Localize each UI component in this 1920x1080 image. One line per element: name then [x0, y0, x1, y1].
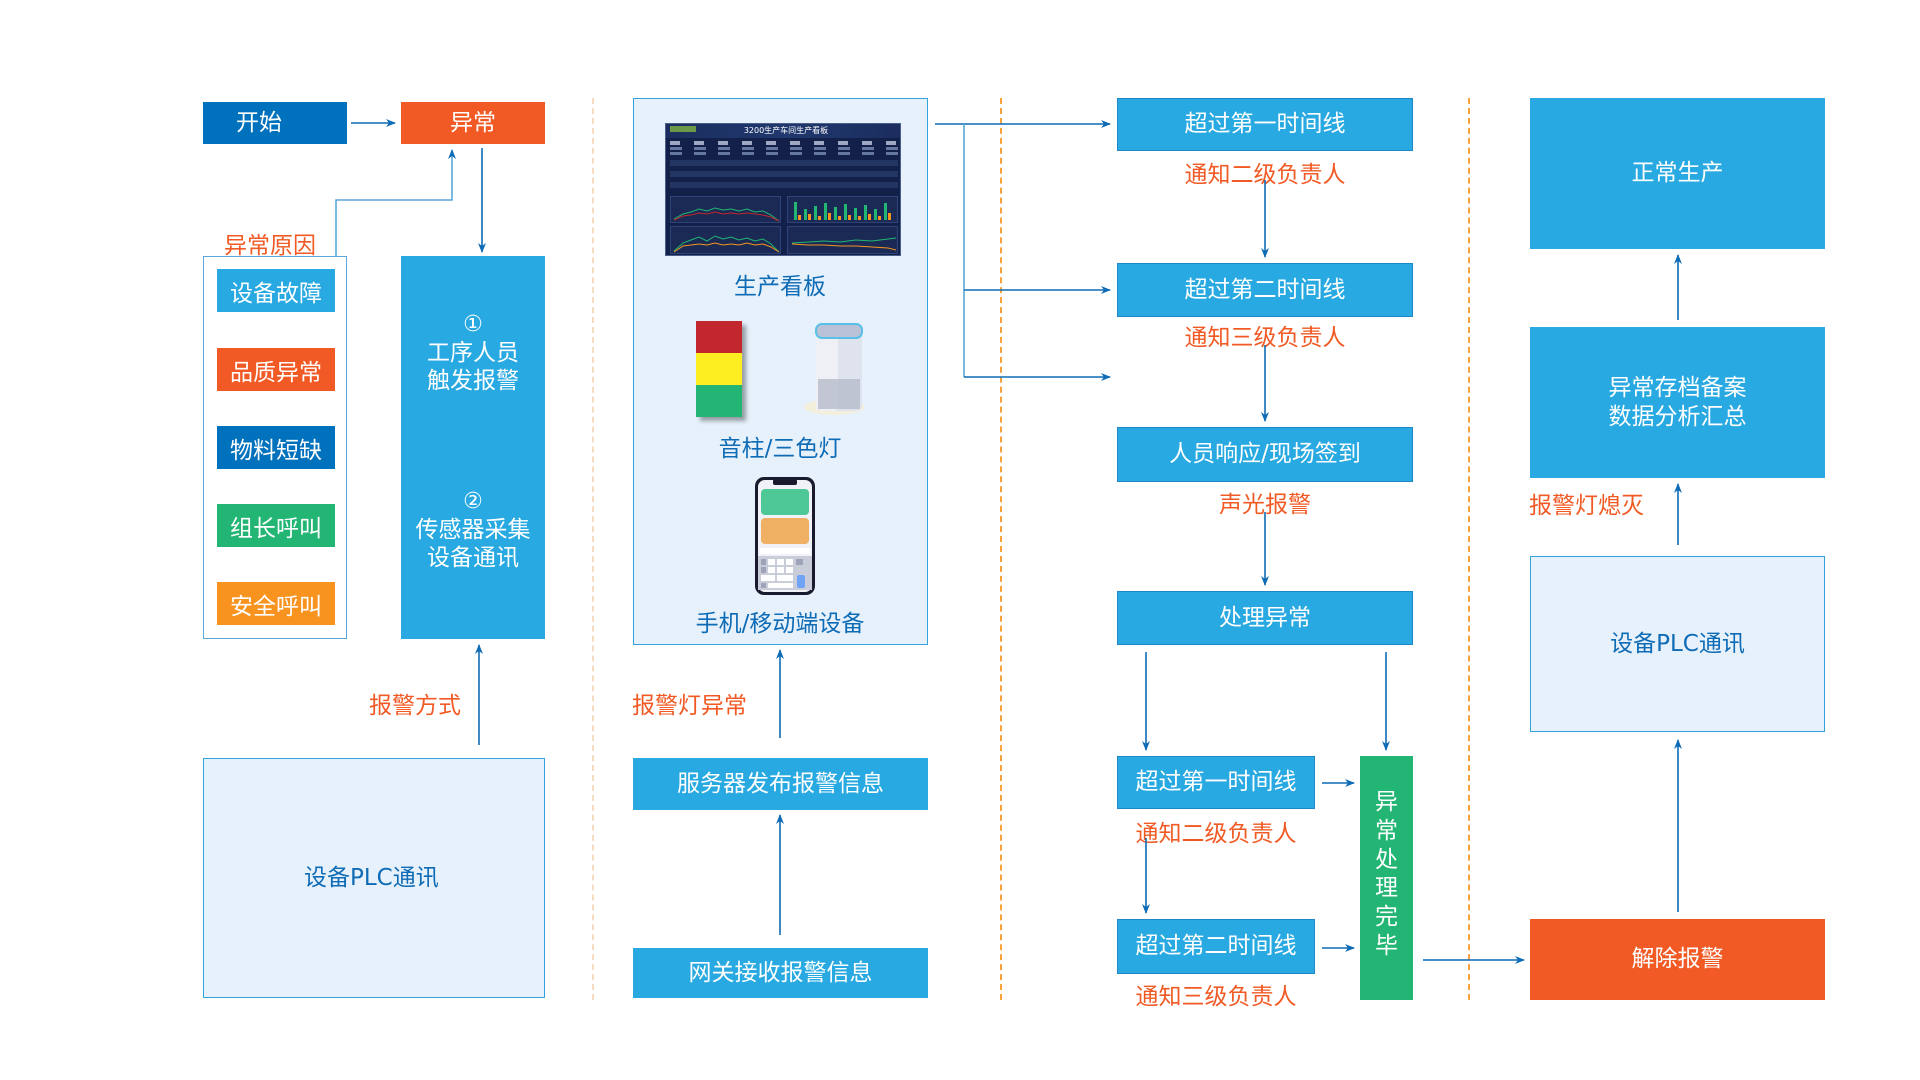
done-char: 完	[1375, 904, 1398, 930]
step1-line2: 触发报警	[427, 368, 519, 395]
causes-title: 异常原因	[224, 233, 316, 259]
archive-analysis-node[interactable]: 异常存档备案 数据分析汇总	[1530, 327, 1825, 478]
done-char: 异	[1375, 789, 1398, 815]
dashboard-logo	[670, 126, 696, 132]
plc-comm-node-left[interactable]: 设备PLC通讯	[203, 758, 545, 998]
arrow-causes-to-abnormal	[335, 149, 456, 256]
alarm-lamp-off-label: 报警灯熄灭	[1529, 493, 1644, 519]
trigger-methods-node[interactable]: ① 工序人员 触发报警 ② 传感器采集 设备通讯	[401, 256, 545, 639]
cause-equipment-failure[interactable]: 设备故障	[217, 269, 335, 312]
sub-notify-level3-label: 通知三级负责人	[1135, 984, 1297, 1010]
cause-material-shortage[interactable]: 物料短缺	[217, 426, 335, 469]
cause-leader-call[interactable]: 组长呼叫	[217, 504, 335, 547]
start-label: 开始	[236, 109, 282, 136]
light-caption: 音柱/三色灯	[718, 436, 842, 462]
abnormal-node[interactable]: 异常	[401, 102, 545, 144]
mobile-phone-icon	[755, 477, 815, 595]
notify-level2-label: 通知二级负责人	[1184, 162, 1346, 188]
personnel-response-label: 人员响应/现场签到	[1169, 441, 1361, 468]
abnormal-label: 异常	[450, 109, 496, 136]
archive-line2: 数据分析汇总	[1608, 403, 1747, 430]
normal-production-label: 正常生产	[1631, 160, 1724, 187]
alarm-mode-label: 报警方式	[369, 693, 461, 719]
notify-level3-label: 通知三级负责人	[1184, 325, 1346, 351]
start-node[interactable]: 开始	[203, 102, 347, 144]
production-dashboard-thumbnail[interactable]: 3200生产车间生产看板	[665, 123, 901, 256]
alarm-light-abnormal-label: 报警灯异常	[632, 693, 747, 719]
causes-group: 设备故障 品质异常 物料短缺 组长呼叫 安全呼叫	[203, 256, 347, 639]
exceed-first-label: 超过第一时间线	[1184, 111, 1346, 138]
personnel-response-node[interactable]: 人员响应/现场签到	[1117, 427, 1413, 482]
dashboard-line-chart-3	[787, 226, 898, 254]
dashboard-caption: 生产看板	[734, 274, 826, 300]
sub-exceed-second-node[interactable]: 超过第二时间线	[1117, 919, 1315, 974]
three-color-light-icon	[696, 321, 742, 417]
sub-notify-level2-label: 通知二级负责人	[1135, 821, 1297, 847]
exceed-second-label: 超过第二时间线	[1184, 276, 1346, 303]
dashboard-line-chart-2	[670, 226, 781, 254]
alarm-output-panel: 3200生产车间生产看板 生产看板 音柱/三色灯	[633, 98, 928, 645]
gateway-receive-node[interactable]: 网关接收报警信息	[633, 948, 928, 998]
done-char: 常	[1375, 817, 1398, 844]
mobile-caption: 手机/移动端设备	[695, 611, 865, 637]
gateway-label: 网关接收报警信息	[688, 959, 873, 986]
clear-alarm-node[interactable]: 解除报警	[1530, 919, 1825, 1000]
dashboard-title: 3200生产车间生产看板	[743, 126, 829, 135]
step2-line2: 设备通讯	[427, 545, 519, 572]
step1-number: ①	[463, 312, 483, 337]
dashboard-bar-chart	[787, 196, 898, 223]
dashboard-line-chart	[670, 196, 781, 223]
sub-exceed-first-label: 超过第一时间线	[1135, 769, 1297, 796]
server-publish-node[interactable]: 服务器发布报警信息	[633, 758, 928, 810]
step1-line1: 工序人员	[427, 339, 519, 366]
done-char: 毕	[1375, 932, 1398, 959]
done-char: 理	[1375, 875, 1398, 902]
cause-quality-issue[interactable]: 品质异常	[217, 348, 335, 391]
handling-complete-node[interactable]: 异 常 处 理 完 毕	[1360, 756, 1413, 1000]
normal-production-node[interactable]: 正常生产	[1530, 98, 1825, 249]
step2-line1: 传感器采集	[415, 516, 531, 543]
sub-exceed-first-node[interactable]: 超过第一时间线	[1117, 756, 1315, 809]
handle-abnormal-label: 处理异常	[1219, 604, 1311, 631]
done-char: 处	[1375, 846, 1398, 873]
plc-label-right: 设备PLC通讯	[1610, 630, 1745, 657]
plc-comm-node-right[interactable]: 设备PLC通讯	[1530, 556, 1825, 732]
column-divider	[1000, 98, 1002, 1000]
step2-number: ②	[463, 489, 483, 514]
plc-label: 设备PLC通讯	[304, 864, 439, 891]
archive-line1: 异常存档备案	[1608, 374, 1747, 401]
column-divider	[1468, 98, 1470, 1000]
exceed-second-timeline-node[interactable]: 超过第二时间线	[1117, 263, 1413, 317]
sub-exceed-second-label: 超过第二时间线	[1135, 933, 1297, 960]
column-divider	[592, 98, 594, 1000]
server-label: 服务器发布报警信息	[677, 770, 884, 797]
sound-light-alarm-label: 声光报警	[1219, 492, 1311, 518]
handle-abnormal-node[interactable]: 处理异常	[1117, 591, 1413, 645]
clear-alarm-label: 解除报警	[1631, 946, 1724, 973]
exceed-first-timeline-node[interactable]: 超过第一时间线	[1117, 98, 1413, 151]
cause-safety-call[interactable]: 安全呼叫	[217, 582, 335, 625]
speaker-column-icon	[804, 323, 864, 415]
